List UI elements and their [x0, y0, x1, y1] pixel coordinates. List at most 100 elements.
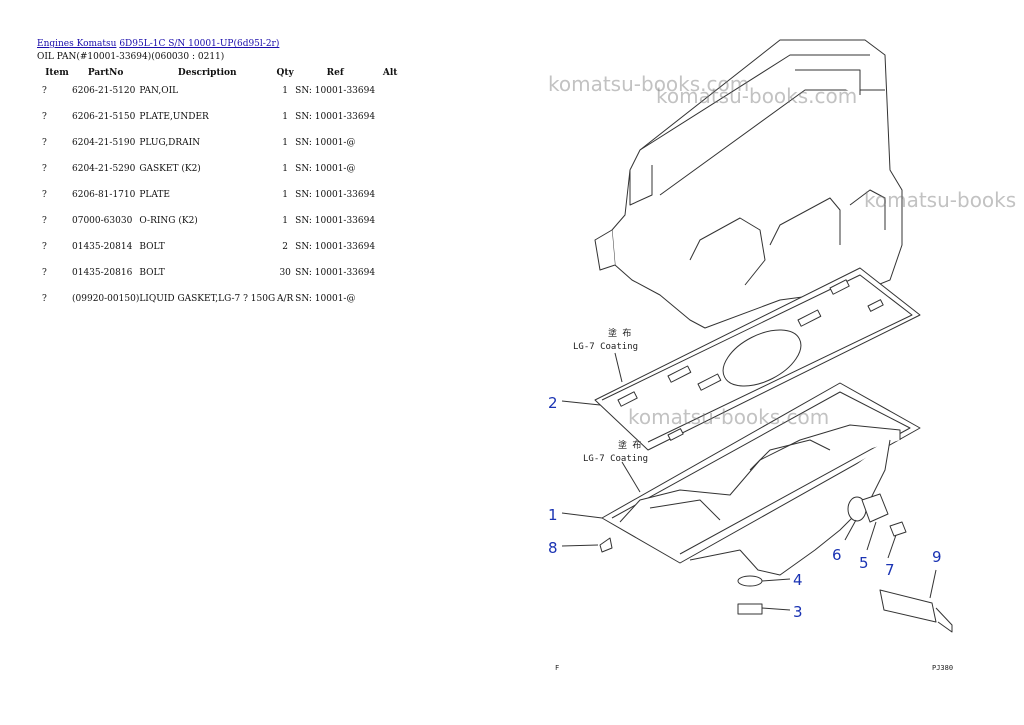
- cell-partno: 6206-81-1710: [72, 190, 136, 200]
- callout-6: 6: [832, 546, 842, 564]
- footer-right: PJ380: [932, 664, 953, 672]
- cell-qty: 1: [282, 164, 289, 174]
- cell-item: ?: [42, 216, 47, 226]
- cell-qty: 1: [282, 190, 289, 200]
- cell-partno: 6204-21-5290: [72, 164, 136, 174]
- oil-pan-illustration: [601, 382, 921, 576]
- watermark: komatsu-books.com: [656, 84, 858, 108]
- table-row: ? 01435-20816 BOLT 30 SN: 10001-33694: [37, 268, 405, 294]
- table-row: ? 6206-21-5120 PAN,OIL 1 SN: 10001-33694: [37, 86, 405, 112]
- cell-ref: SN: 10001-33694: [295, 112, 376, 122]
- drain-plug-3-illustration: [737, 603, 763, 615]
- page-title: OIL PAN(#10001-33694)(060030 : 0211): [37, 52, 225, 62]
- footer-left: F: [555, 664, 559, 672]
- cell-ref: SN: 10001-33694: [295, 190, 376, 200]
- table-row: ? 01435-20814 BOLT 2 SN: 10001-33694: [37, 242, 405, 268]
- liquid-gasket-9-illustration: [879, 589, 937, 623]
- exploded-parts-diagram: 1 2 3 4 5 6 7 8 9 塗 布 LG-7 Coating 塗 布 L…: [540, 30, 1024, 690]
- cell-partno: 6204-21-5190: [72, 138, 136, 148]
- breadcrumb-link-engines[interactable]: Engines Komatsu: [37, 39, 117, 49]
- watermark: komatsu-books.com: [628, 405, 830, 429]
- cell-description: O-RING (K2): [139, 216, 198, 226]
- cell-ref: SN: 10001-@: [295, 138, 356, 148]
- table-header-row: Item PartNo Description Qty Ref Alt: [37, 66, 405, 86]
- header-alt: Alt: [382, 68, 398, 78]
- oil-pan-drawing: 1 2 3 4 5 6 7 8 9 塗 布 LG-7 Coating 塗 布 L…: [548, 39, 953, 672]
- cell-alt: [375, 86, 405, 112]
- cell-partno: 01435-20816: [72, 268, 133, 278]
- cell-alt: [375, 216, 405, 242]
- header-description: Description: [177, 68, 237, 78]
- cell-description: PAN,OIL: [139, 86, 179, 96]
- cell-alt: [375, 268, 405, 294]
- cell-ref: SN: 10001-@: [295, 164, 356, 174]
- cell-description: GASKET (K2): [139, 164, 201, 174]
- cell-partno: 01435-20814: [72, 242, 133, 252]
- table-row: ? 6204-21-5190 PLUG,DRAIN 1 SN: 10001-@: [37, 138, 405, 164]
- header-partno: PartNo: [87, 68, 124, 78]
- cell-alt: [375, 294, 405, 308]
- cell-qty: 1: [282, 112, 289, 122]
- table-row: ? 6206-21-5150 PLATE,UNDER 1 SN: 10001-3…: [37, 112, 405, 138]
- cell-alt: [375, 112, 405, 138]
- cell-item: ?: [42, 164, 47, 174]
- cell-partno: 6206-21-5150: [72, 112, 136, 122]
- parts-table: Item PartNo Description Qty Ref Alt ? 62…: [37, 66, 405, 308]
- watermark: komatsu-books.com: [548, 72, 750, 96]
- cell-ref: SN: 10001-@: [295, 294, 356, 304]
- table-row: ? 6204-21-5290 GASKET (K2) 1 SN: 10001-@: [37, 164, 405, 190]
- table-row: ? 6206-81-1710 PLATE 1 SN: 10001-33694: [37, 190, 405, 216]
- header-item: Item: [45, 68, 69, 78]
- cell-qty: 1: [282, 216, 289, 226]
- cell-description: BOLT: [139, 242, 165, 252]
- breadcrumb-link-model[interactable]: 6D95L-1C S/N 10001-UP(6d95l-2r): [119, 39, 280, 49]
- cell-alt: [375, 138, 405, 164]
- cell-item: ?: [42, 112, 47, 122]
- bolt-8-illustration: [599, 537, 613, 553]
- cell-description: BOLT: [139, 268, 165, 278]
- callout-9: 9: [932, 548, 942, 566]
- cell-description: PLUG,DRAIN: [139, 138, 201, 148]
- callout-8: 8: [548, 539, 558, 557]
- bolt-7-illustration: [889, 521, 907, 537]
- cell-qty: A/R: [277, 294, 294, 304]
- header-ref: Ref: [326, 68, 344, 78]
- callout-3: 3: [793, 603, 803, 621]
- coating-kanji-upper: 塗 布: [608, 327, 631, 339]
- cell-item: ?: [42, 294, 47, 304]
- gasket-4-illustration: [737, 575, 763, 587]
- coating-note-upper: LG-7 Coating: [573, 342, 638, 352]
- coating-note-lower: LG-7 Coating: [583, 454, 648, 464]
- cell-description: PLATE,UNDER: [139, 112, 209, 122]
- cell-partno: (09920-00150): [72, 294, 140, 304]
- cell-ref: SN: 10001-33694: [295, 268, 376, 278]
- cell-partno: 07000-63030: [72, 216, 133, 226]
- under-plate-illustration: [594, 267, 921, 451]
- cell-item: ?: [42, 190, 47, 200]
- cell-qty: 1: [282, 138, 289, 148]
- table-row: ? (09920-00150) LIQUID GASKET,LG-7 ? 150…: [37, 294, 405, 308]
- cell-alt: [375, 164, 405, 190]
- cell-item: ?: [42, 242, 47, 252]
- cell-ref: SN: 10001-33694: [295, 216, 376, 226]
- cell-alt: [375, 242, 405, 268]
- cell-item: ?: [42, 268, 47, 278]
- plate-5-illustration: [861, 493, 889, 523]
- breadcrumb: Engines Komatsu 6D95L-1C S/N 10001-UP(6d…: [37, 38, 507, 50]
- liquid-gasket-nozzle-illustration: [935, 607, 953, 633]
- cell-description: LIQUID GASKET,LG-7 ? 150G: [139, 294, 276, 304]
- callout-7: 7: [885, 561, 895, 579]
- cell-alt: [375, 190, 405, 216]
- coating-kanji-lower: 塗 布: [618, 439, 641, 451]
- cell-item: ?: [42, 138, 47, 148]
- callout-2: 2: [548, 394, 558, 412]
- cell-qty: 30: [279, 268, 291, 278]
- cell-description: PLATE: [139, 190, 170, 200]
- watermark: komatsu-books: [864, 188, 1017, 212]
- cell-ref: SN: 10001-33694: [295, 242, 376, 252]
- cell-ref: SN: 10001-33694: [295, 86, 376, 96]
- parts-list-panel: Engines Komatsu 6D95L-1C S/N 10001-UP(6d…: [37, 38, 507, 308]
- callout-1: 1: [548, 506, 558, 524]
- cell-qty: 2: [282, 242, 289, 252]
- cell-partno: 6206-21-5120: [72, 86, 136, 96]
